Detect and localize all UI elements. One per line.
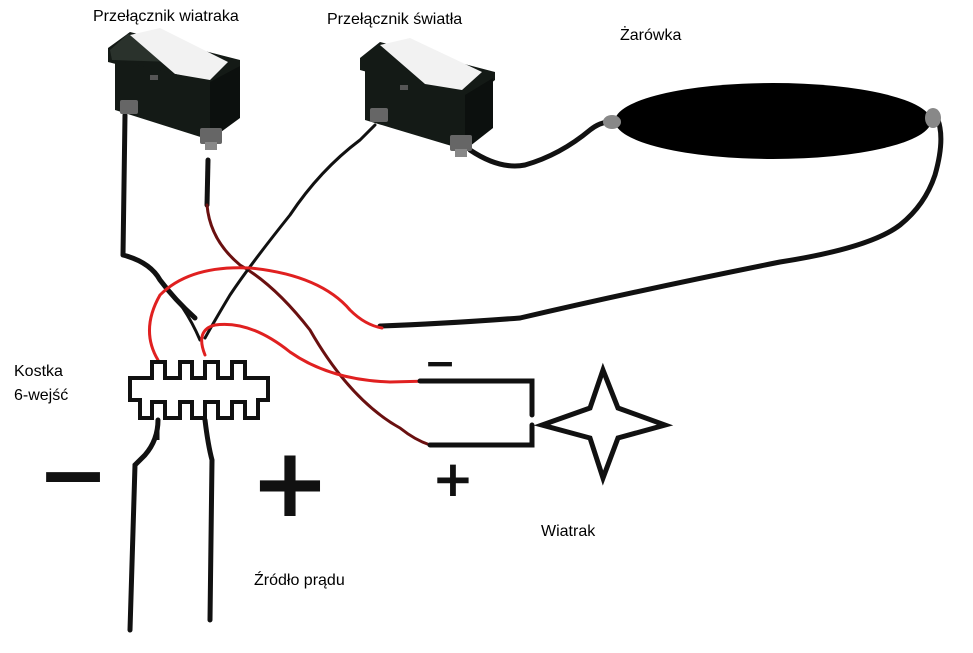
wire-light-switch-to-block bbox=[203, 123, 377, 340]
power-source-label: Źródło prądu bbox=[254, 570, 345, 589]
bulb-label: Żarówka bbox=[620, 25, 681, 44]
wire-power-negative bbox=[127, 417, 161, 633]
fan-icon bbox=[533, 362, 674, 486]
wire-fan-bottom bbox=[427, 422, 535, 448]
fan-minus-sign: − bbox=[424, 341, 456, 385]
fan-label: Wiatrak bbox=[541, 523, 596, 540]
wire-red-to-light bbox=[148, 266, 384, 362]
power-plus-sign: + bbox=[250, 427, 330, 539]
fan-switch bbox=[108, 28, 240, 150]
terminal-block-label-line1: Kostka bbox=[14, 363, 63, 380]
terminal-block bbox=[128, 360, 270, 420]
fan-switch-label: Przełącznik wiatraka bbox=[93, 8, 239, 25]
bulb-left-cap bbox=[603, 115, 621, 129]
terminal-block-label-line2: 6-wejść bbox=[14, 387, 68, 404]
bulb-right-cap bbox=[925, 108, 941, 128]
wire-fan-switch-left bbox=[120, 112, 198, 321]
light-switch-label: Przełącznik światła bbox=[327, 11, 462, 28]
wire-fan-switch-to-fan-plus bbox=[205, 203, 432, 447]
bulb bbox=[603, 83, 941, 159]
wire-bulb-return bbox=[377, 117, 944, 329]
wire-light-switch-to-bulb bbox=[467, 119, 613, 169]
wire-fan-switch-right-stub bbox=[204, 157, 211, 208]
wire-fan-top bbox=[417, 378, 535, 418]
power-minus-sign: − bbox=[37, 425, 109, 525]
wire-cross-left bbox=[158, 278, 202, 342]
wire-power-positive bbox=[202, 417, 215, 623]
fan-plus-sign: + bbox=[432, 450, 474, 508]
light-switch bbox=[360, 38, 495, 157]
wire-red-to-fan-minus bbox=[200, 322, 432, 384]
